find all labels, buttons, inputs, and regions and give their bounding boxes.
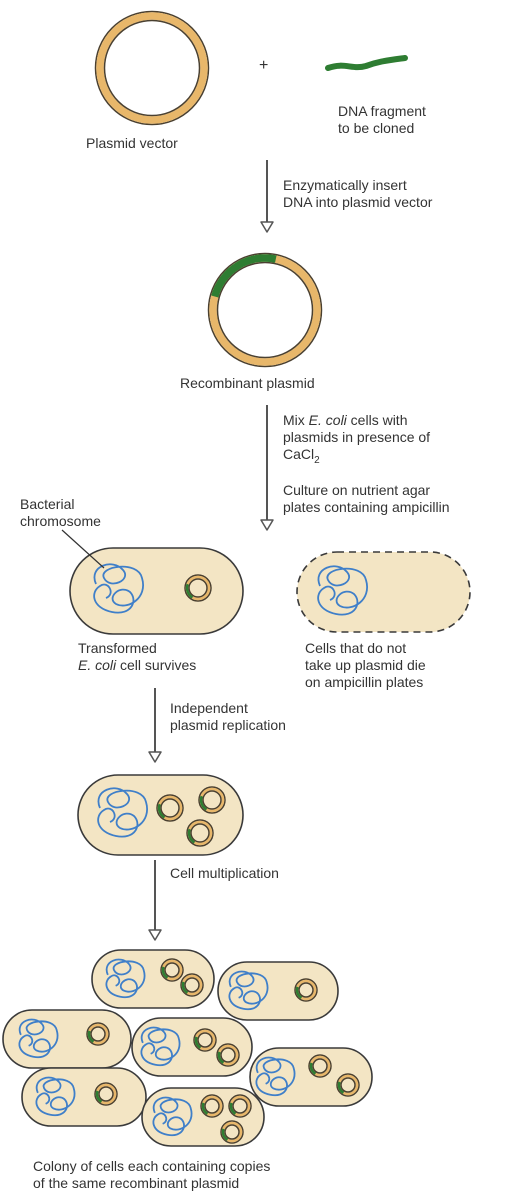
step-mix-label-line1: Mix E. coli cells with <box>283 412 407 429</box>
step-insert-label-line1: Enzymatically insert <box>283 177 407 193</box>
step-mix-text-pre: Mix <box>283 412 309 428</box>
colony-cell-6 <box>21 1067 147 1127</box>
colony-plasmid-1-2-insert <box>181 981 189 994</box>
plasmid-copy-3-insert <box>187 828 196 844</box>
recombinant-plasmid-insert <box>211 254 277 298</box>
colony-plasmid-3-1-insert <box>87 1030 95 1043</box>
colony-plasmid-4-1-insert <box>194 1036 202 1049</box>
colony-chromosome-7 <box>152 1096 193 1137</box>
step-mix-label-line3: CaCl2 <box>283 446 320 469</box>
dna-fragment-label-line2: to be cloned <box>338 120 415 136</box>
colony-chromosome-1 <box>105 958 146 999</box>
plasmid-copy-2 <box>198 786 226 814</box>
colony-plasmid-5-2-insert <box>337 1081 345 1094</box>
colony-plasmid-1-1-insert <box>161 966 169 979</box>
colony-chromosome-3 <box>18 1018 59 1059</box>
chromosome-untransformed <box>317 565 368 616</box>
recombinant-plasmid-label: Recombinant plasmid <box>180 375 315 391</box>
recombinant-plasmid <box>207 252 323 368</box>
untransformed-cell-dashed <box>296 551 471 633</box>
plus-sign: + <box>259 57 269 74</box>
dies-label-line3: on ampicillin plates <box>305 674 424 690</box>
step-culture-label-line1: Culture on nutrient agar <box>283 482 431 498</box>
transformed-ecoli: E. coli <box>78 657 117 673</box>
colony-plasmid-7-1-insert <box>201 1102 209 1115</box>
dna-fragment <box>325 55 408 71</box>
colony-chromosome-6 <box>35 1076 76 1117</box>
arrow-multiplication-head <box>148 929 162 941</box>
dies-label-line2: take up plasmid die <box>305 657 426 673</box>
plasmid-vector <box>94 10 210 126</box>
step-mix-text-post: cells with <box>346 412 408 428</box>
chromosome-replicated <box>97 787 148 838</box>
arrow-replication-head <box>148 751 162 763</box>
colony-chromosome-2 <box>228 970 269 1011</box>
step-multiplication-label: Cell multiplication <box>170 865 279 881</box>
bacterial-chromosome-label-line2: chromosome <box>20 513 101 529</box>
plasmid-copy-1-insert <box>157 803 166 819</box>
arrow-transform-head <box>260 519 274 531</box>
colony-plasmid-2-1-insert <box>295 986 303 999</box>
cacl-text: CaCl <box>283 446 315 462</box>
bacterial-chromosome-label-line1: Bacterial <box>20 496 75 512</box>
colony-plasmid-7-2-insert <box>229 1102 237 1115</box>
step-replication-label-line2: plasmid replication <box>170 717 286 733</box>
step-replication-label-line1: Independent <box>170 700 248 716</box>
dna-fragment-label-line1: DNA fragment <box>338 103 426 119</box>
chromosome-transformed <box>93 563 144 614</box>
colony-label-line2: of the same recombinant plasmid <box>33 1175 240 1191</box>
transformed-text-post: cell survives <box>116 657 197 673</box>
plasmid-vector-label: Plasmid vector <box>86 135 178 151</box>
plasmid-copy-2-insert <box>199 795 208 811</box>
colony-plasmid-4-2-insert <box>217 1051 225 1064</box>
transformed-label-line2: E. coli cell survives <box>78 657 196 674</box>
arrow-insert-head <box>260 221 274 233</box>
colony-cell-1 <box>91 949 215 1009</box>
transformed-label-line1: Transformed <box>78 640 157 656</box>
colony-plasmid-3-1 <box>86 1022 110 1046</box>
colony-chromosome-5 <box>255 1056 296 1097</box>
step-culture-label-line2: plates containing ampicillin <box>283 499 450 515</box>
colony-plasmid-5-1-insert <box>309 1062 317 1075</box>
colony-plasmid-7-3-insert <box>221 1128 229 1141</box>
chromosome-pointer-line <box>61 529 105 569</box>
dies-label-line1: Cells that do not <box>305 640 407 656</box>
colony-plasmid-6-1-insert <box>95 1090 103 1103</box>
plasmid-in-transformed-cell-insert <box>185 583 194 599</box>
colony-cell-2 <box>217 961 339 1021</box>
step-mix-label-line2: plasmids in presence of <box>283 429 431 445</box>
colony-chromosome-4 <box>140 1026 181 1067</box>
step-insert-label-line2: DNA into plasmid vector <box>283 194 433 210</box>
step-mix-ecoli: E. coli <box>308 412 347 428</box>
colony-cell-3 <box>2 1009 132 1069</box>
cacl-subscript: 2 <box>314 454 320 466</box>
colony-label-line1: Colony of cells each containing copies <box>33 1158 271 1174</box>
